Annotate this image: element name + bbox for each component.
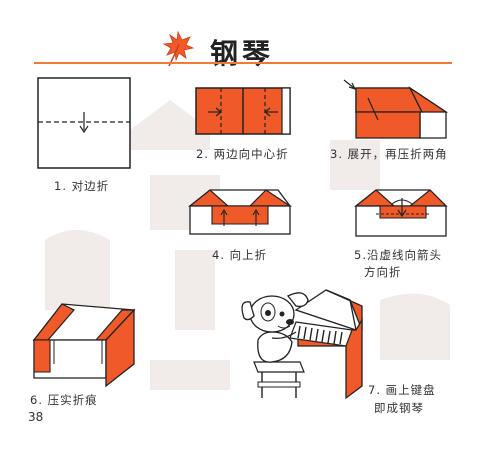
step-2-diagram xyxy=(195,87,291,135)
page-title: 钢琴 xyxy=(210,37,275,70)
step-1-diagram xyxy=(37,77,131,169)
step-2-caption: 2. 两边向中心折 xyxy=(196,147,289,161)
step-6-diagram xyxy=(32,303,136,388)
step-7-diagram xyxy=(241,289,363,400)
step-5-caption-line2: 方向折 xyxy=(364,265,402,279)
step-7-caption: 7. 画上键盘 xyxy=(368,383,436,397)
piano-keys xyxy=(297,325,343,345)
step-4-diagram xyxy=(188,189,292,235)
step-5-caption: 5.沿虚线向箭头 xyxy=(354,248,442,262)
step-7-caption-line2: 即成钢琴 xyxy=(374,401,424,415)
background-watermark xyxy=(45,100,450,390)
step-3-caption: 3. 展开，再压折两角 xyxy=(330,147,448,161)
step-3-diagram xyxy=(343,79,449,139)
step-1-caption: 1. 对边折 xyxy=(54,179,110,193)
page-number: 38 xyxy=(28,410,44,424)
step-5-diagram xyxy=(354,189,448,237)
step-6-caption: 6. 压实折痕 xyxy=(30,393,98,407)
title-underline xyxy=(34,62,452,64)
step-4-caption: 4. 向上折 xyxy=(212,248,268,262)
maple-leaf-icon xyxy=(162,30,195,67)
